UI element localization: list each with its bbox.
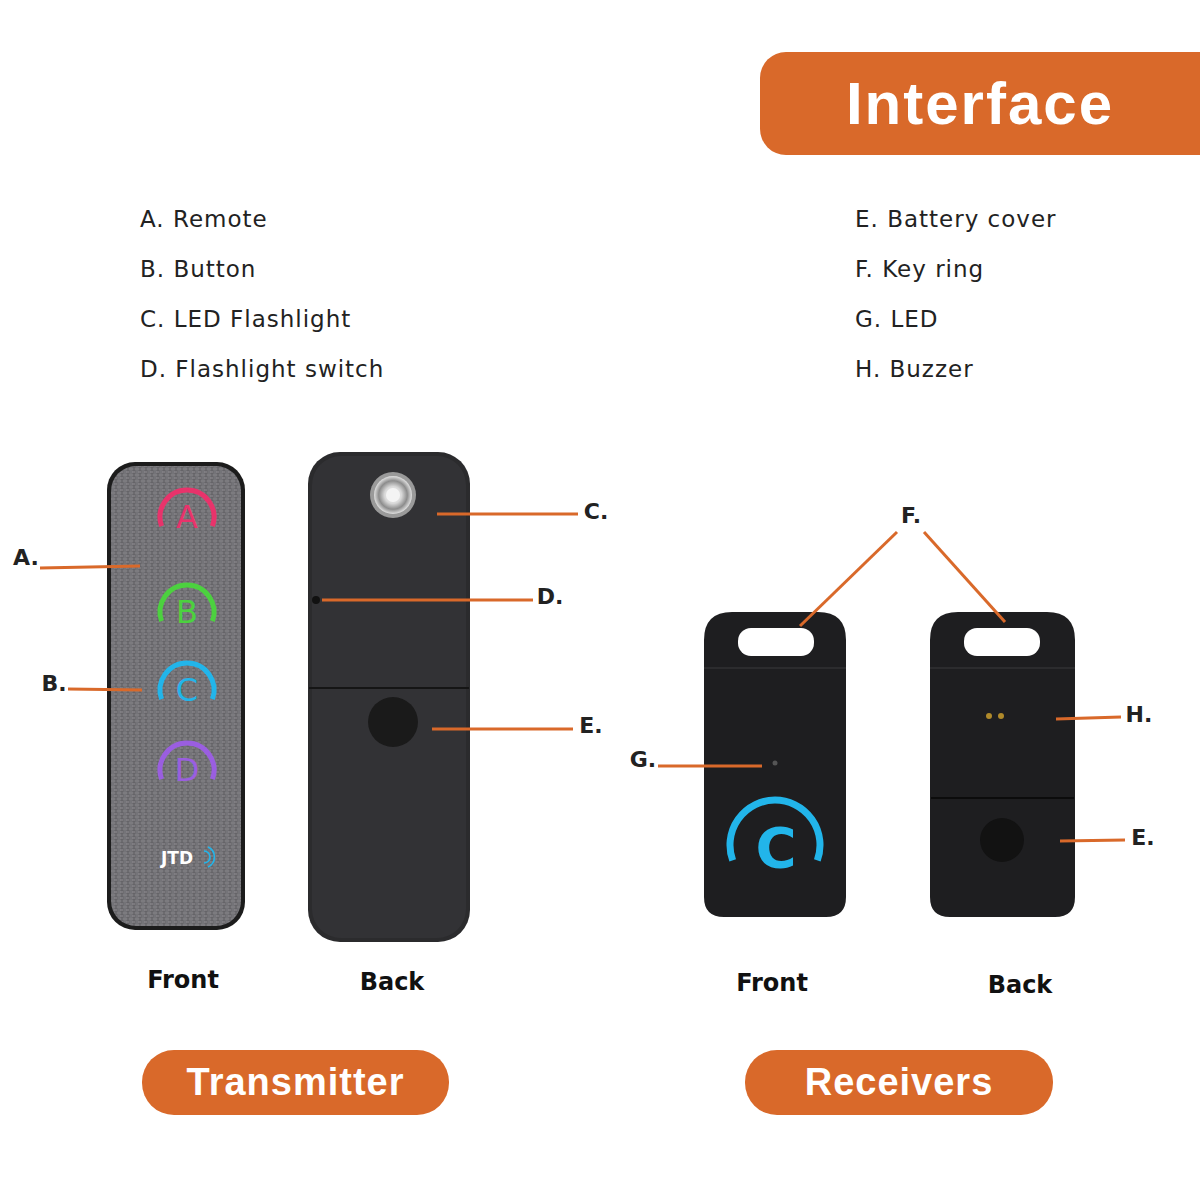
- section-pill: Transmitter: [142, 1050, 449, 1115]
- title-banner: Interface: [760, 52, 1200, 155]
- callout-letter: G.: [630, 748, 656, 772]
- callout-letter: F.: [901, 504, 921, 528]
- brand-logo: JTD: [161, 849, 193, 868]
- callout-letter: B.: [41, 672, 66, 696]
- callout-letter: A.: [13, 546, 39, 570]
- button-letter: B: [176, 595, 198, 630]
- legend-item: E. Battery cover: [855, 207, 1057, 232]
- section-title: Transmitter: [187, 1061, 405, 1104]
- legend-item: H. Buzzer: [855, 357, 974, 382]
- callout-letter: E.: [579, 714, 602, 738]
- view-label: Back: [988, 972, 1053, 998]
- view-label: Back: [360, 969, 425, 995]
- callout-letter: H.: [1126, 703, 1153, 727]
- view-label: Front: [147, 967, 219, 993]
- callout-letter: D.: [537, 585, 564, 609]
- receiver-letter: C: [755, 817, 796, 879]
- button-letter: C: [176, 673, 198, 708]
- section-pill: Receivers: [745, 1050, 1053, 1115]
- legend-item: B. Button: [140, 257, 256, 282]
- callout-letter: C.: [584, 500, 609, 524]
- legend-item: G. LED: [855, 307, 939, 332]
- legend-item: D. Flashlight switch: [140, 357, 384, 382]
- callout-letter: E.: [1131, 826, 1154, 850]
- section-title: Receivers: [805, 1061, 994, 1104]
- title-text: Interface: [846, 69, 1114, 138]
- button-letter: A: [176, 500, 198, 535]
- view-label: Front: [736, 970, 808, 996]
- legend-item: C. LED Flashlight: [140, 307, 351, 332]
- legend-item: A. Remote: [140, 207, 268, 232]
- button-letter: D: [175, 753, 200, 788]
- legend-item: F. Key ring: [855, 257, 984, 282]
